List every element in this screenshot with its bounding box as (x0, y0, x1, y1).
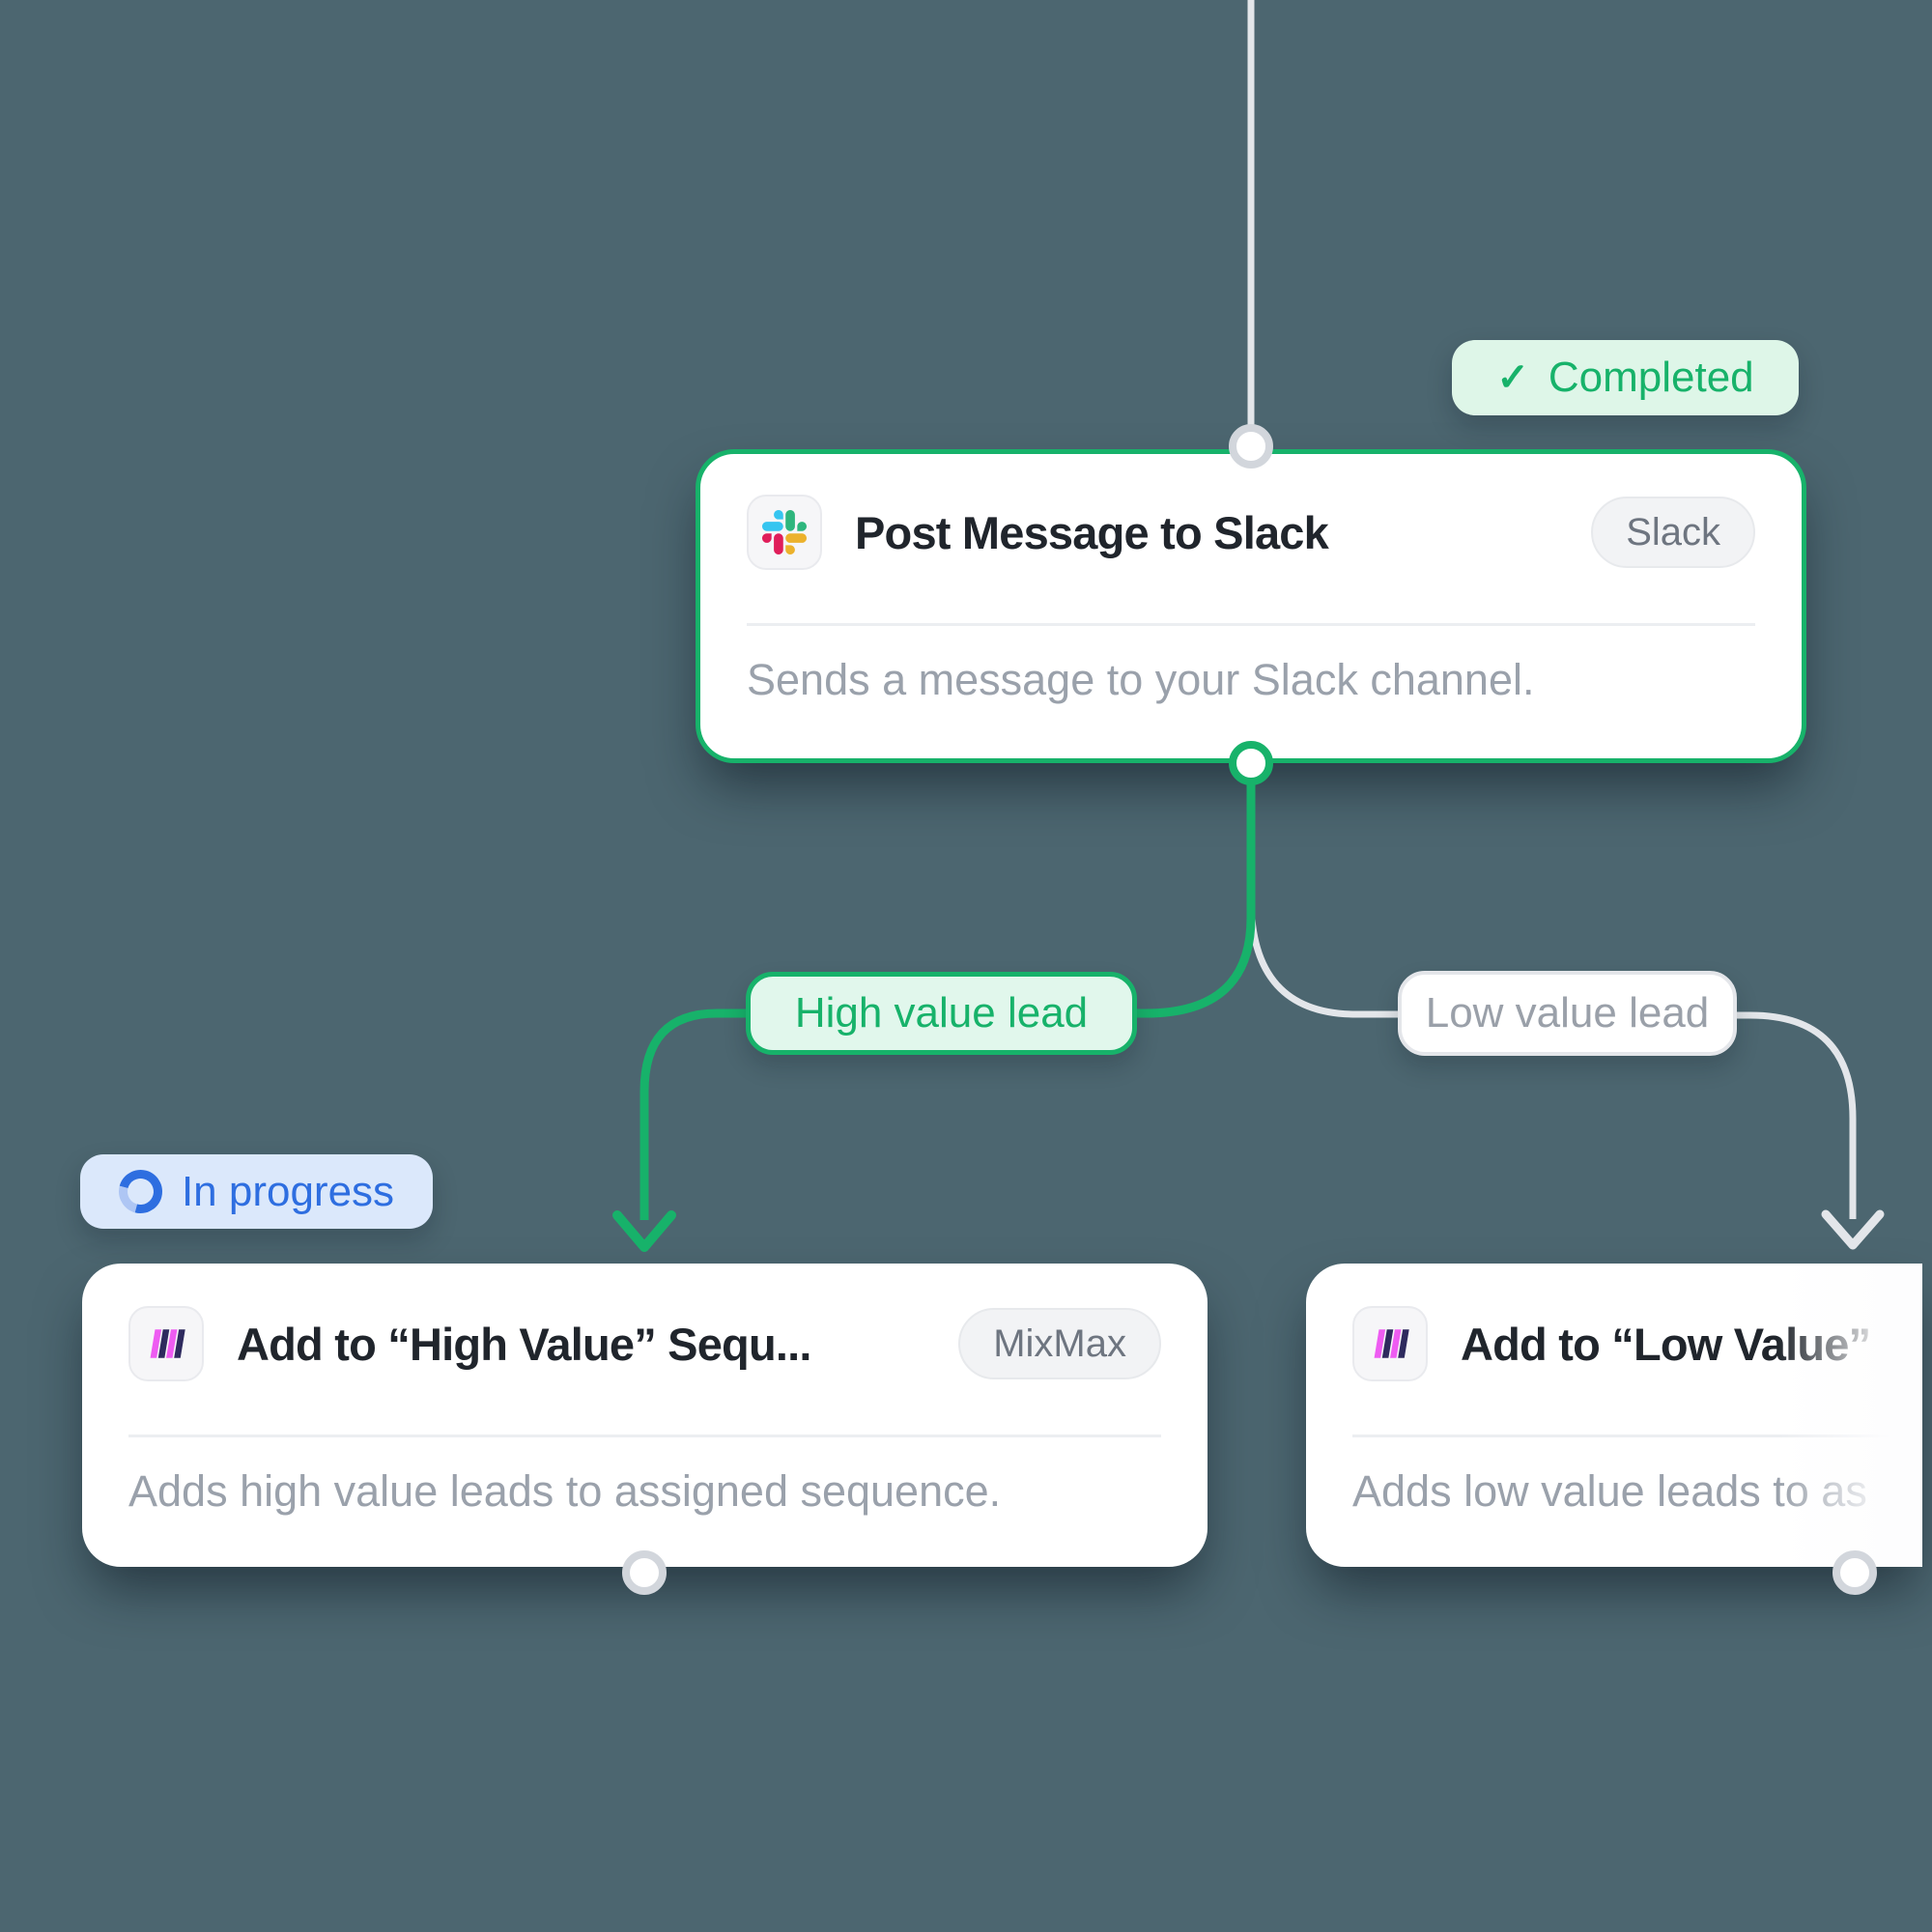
low-value-node-output-port[interactable] (1833, 1550, 1877, 1595)
slack-app-icon (747, 495, 822, 570)
node-divider (747, 623, 1755, 626)
node-description: Adds low value leads to as (1352, 1466, 1867, 1516)
status-badge-completed: Completed (1452, 340, 1799, 415)
slack-node-input-port[interactable] (1229, 424, 1273, 469)
high-branch-arrowhead (612, 1210, 676, 1252)
node-divider (128, 1435, 1161, 1437)
node-card-add-to-low-value-sequence[interactable]: Add to “Low Value” Adds low value leads … (1306, 1264, 1922, 1567)
low-branch-line-upper (1247, 897, 1403, 1018)
low-branch-line-lower (1732, 1011, 1857, 1219)
check-icon (1496, 358, 1529, 397)
node-header: Add to “High Value” Sequ... MixMax (82, 1264, 1208, 1381)
app-badge-mixmax: MixMax (958, 1308, 1161, 1379)
mixmax-app-icon (128, 1306, 204, 1381)
branch-label-low-value[interactable]: Low value lead (1398, 971, 1737, 1056)
node-title: Add to “High Value” Sequ... (237, 1318, 811, 1370)
branch-label-high-value[interactable]: High value lead (746, 972, 1137, 1055)
high-value-node-output-port[interactable] (622, 1550, 667, 1595)
slack-logo-icon (762, 510, 807, 554)
node-header: Post Message to Slack Slack (700, 454, 1802, 570)
node-card-add-to-high-value-sequence[interactable]: Add to “High Value” Sequ... MixMax Adds … (82, 1264, 1208, 1567)
node-divider (1352, 1435, 1922, 1437)
mixmax-logo-icon (150, 1329, 185, 1358)
node-title: Post Message to Slack (855, 506, 1329, 558)
node-description: Adds high value leads to assigned sequen… (128, 1466, 1002, 1516)
node-description: Sends a message to your Slack channel. (747, 655, 1535, 704)
mixmax-logo-icon (1374, 1329, 1409, 1358)
status-label: Completed (1548, 354, 1754, 401)
node-header: Add to “Low Value” (1306, 1264, 1922, 1381)
node-card-post-message-to-slack[interactable]: Post Message to Slack Slack Sends a mess… (696, 449, 1806, 763)
high-branch-line-lower (639, 1009, 752, 1220)
app-badge-slack: Slack (1591, 497, 1755, 568)
mixmax-app-icon (1352, 1306, 1428, 1381)
high-branch-line-upper (1135, 765, 1256, 1018)
node-content: Add to “Low Value” Adds low value leads … (1306, 1264, 1922, 1517)
low-branch-arrowhead (1821, 1209, 1885, 1250)
status-label: In progress (181, 1167, 395, 1215)
slack-node-output-port[interactable] (1229, 741, 1273, 785)
status-badge-in-progress: In progress (80, 1154, 433, 1229)
spinner-icon (110, 1161, 171, 1222)
node-title: Add to “Low Value” (1461, 1318, 1871, 1370)
